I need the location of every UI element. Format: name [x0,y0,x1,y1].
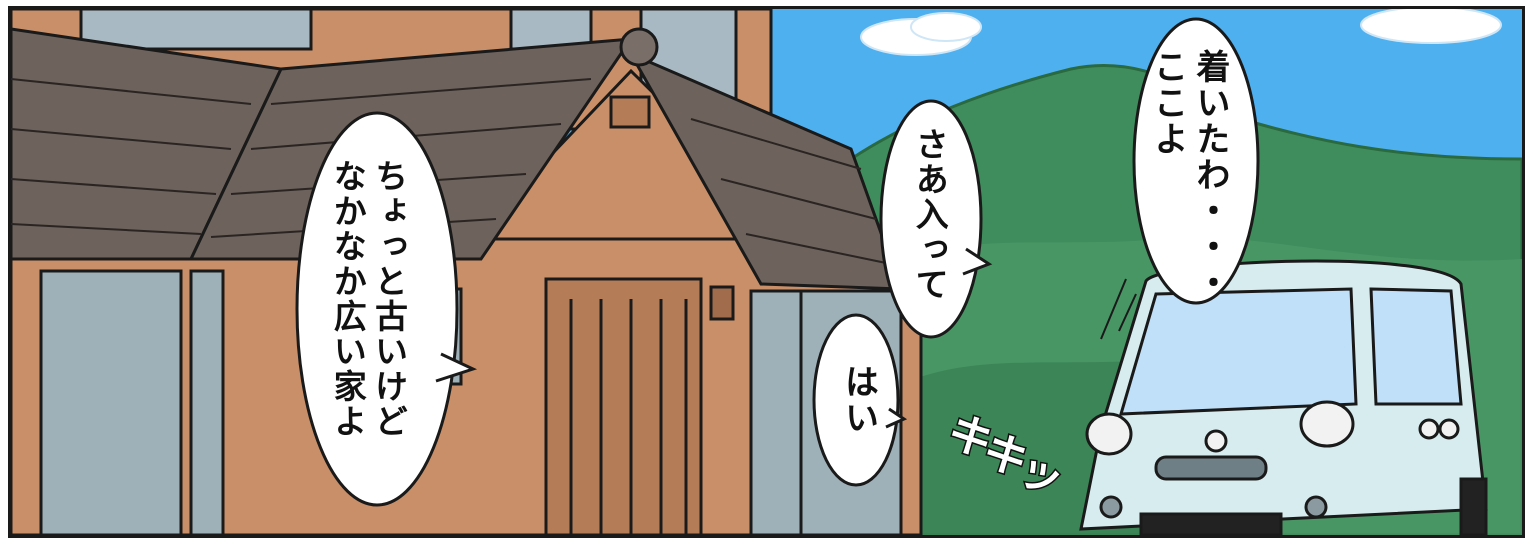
car-grille [1154,455,1268,481]
dialogue-come-in: さあ入って [910,127,950,302]
scene-illustration [11,9,1522,535]
car-headlight-right [1299,400,1355,448]
dialogue-arrived: 着いたわ・・・ ここよ [1147,49,1231,301]
dialogue-reply: はい [838,364,879,436]
dialogue-house: ちょっと古いけど なかなか広い家よ [328,159,409,439]
wall-lamp [709,285,735,321]
comic-panel: 着いたわ・・・ ここよ さあ入って ちょっと古いけど なかなか広い家よ はい キ… [8,6,1525,538]
door-slats [569,291,803,535]
roof-tiles [11,78,892,265]
car [1079,259,1488,535]
car-headlight-left [1085,412,1133,456]
window-left [39,269,183,535]
cloud [860,9,1502,56]
vent [609,95,651,129]
roof-ridge-end [619,27,659,67]
speech-bubble-arrived [1132,17,1260,305]
car-windshield [1118,287,1358,416]
door-sliding [544,277,703,535]
motion-lines [1100,278,1137,340]
speech-bubble-reply [812,313,908,487]
speech-bubble-come-in [879,99,993,339]
speech-bubble-house [295,111,478,507]
